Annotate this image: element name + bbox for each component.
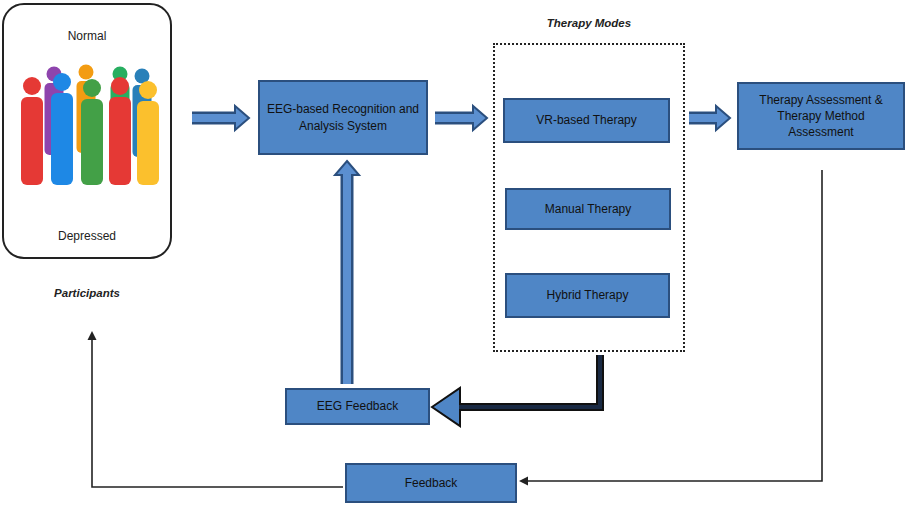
block-arrow <box>432 355 600 426</box>
arrow-shaft-outline <box>459 355 600 407</box>
node-label: Hybrid Therapy <box>547 287 629 303</box>
feedback-connector <box>519 170 822 486</box>
person-head <box>53 73 71 91</box>
person-head <box>79 65 94 80</box>
node-label: EEG Feedback <box>317 398 398 414</box>
arrow-shaft <box>343 174 351 384</box>
therapy-box: VR-based Therapy <box>503 98 670 143</box>
arrow-head <box>716 106 730 130</box>
people-illustration <box>14 62 164 192</box>
person-head <box>83 79 101 97</box>
person-figure <box>109 77 131 185</box>
arrow-shaft-outline <box>435 112 474 125</box>
assessment-box: Therapy Assessment & Therapy Method Asse… <box>737 82 905 150</box>
arrow-shaft-outline <box>689 112 717 125</box>
block-arrow <box>435 106 487 130</box>
therapy-modes-group: Therapy ModesVR-based TherapyManual Ther… <box>493 15 685 352</box>
block-arrow <box>335 161 359 384</box>
arrow-shaft <box>435 114 474 122</box>
block-arrow <box>689 106 730 130</box>
person-head <box>111 77 129 95</box>
connector-line <box>527 170 822 481</box>
person-head <box>23 77 41 95</box>
arrow-head <box>473 106 487 130</box>
person-body <box>21 97 43 185</box>
node-label: Depressed <box>2 229 172 243</box>
connector-line <box>92 339 343 487</box>
block-arrow <box>192 106 249 130</box>
person-figure <box>137 81 159 185</box>
arrow-head <box>519 477 528 486</box>
node-label: Manual Therapy <box>545 201 632 217</box>
person-head <box>139 81 157 99</box>
person-figure <box>81 79 103 185</box>
node-label: Feedback <box>405 475 458 491</box>
arrow-head <box>335 161 359 175</box>
person-body <box>81 99 103 185</box>
therapy-box: Manual Therapy <box>505 188 671 230</box>
node-label: Therapy Assessment & Therapy Method Asse… <box>744 92 898 141</box>
person-figure <box>21 77 43 185</box>
group-heading: Participants <box>2 287 172 299</box>
node-label: EEG-based Recognition and Analysis Syste… <box>265 101 421 133</box>
therapy-box: Hybrid Therapy <box>505 273 670 318</box>
arrow-shaft-outline <box>192 112 236 125</box>
node-label: VR-based Therapy <box>536 112 637 128</box>
person-body <box>51 93 73 185</box>
arrow-head <box>235 106 249 130</box>
person-figure <box>51 73 73 185</box>
arrow-shaft <box>192 114 236 122</box>
process-box: EEG-based Recognition and Analysis Syste… <box>258 80 428 155</box>
feedback-connector <box>88 331 344 487</box>
feedback-box: EEG Feedback <box>285 388 430 425</box>
arrow-shaft <box>459 355 600 407</box>
arrow-head <box>88 331 97 340</box>
feedback-box: Feedback <box>345 463 517 503</box>
arrow-head <box>432 388 460 426</box>
node-label: Normal <box>2 29 172 43</box>
arrow-shaft <box>689 114 717 122</box>
person-body <box>137 101 159 185</box>
arrow-shaft-outline <box>341 174 354 384</box>
group-heading: Therapy Modes <box>493 17 685 29</box>
person-body <box>109 97 131 185</box>
